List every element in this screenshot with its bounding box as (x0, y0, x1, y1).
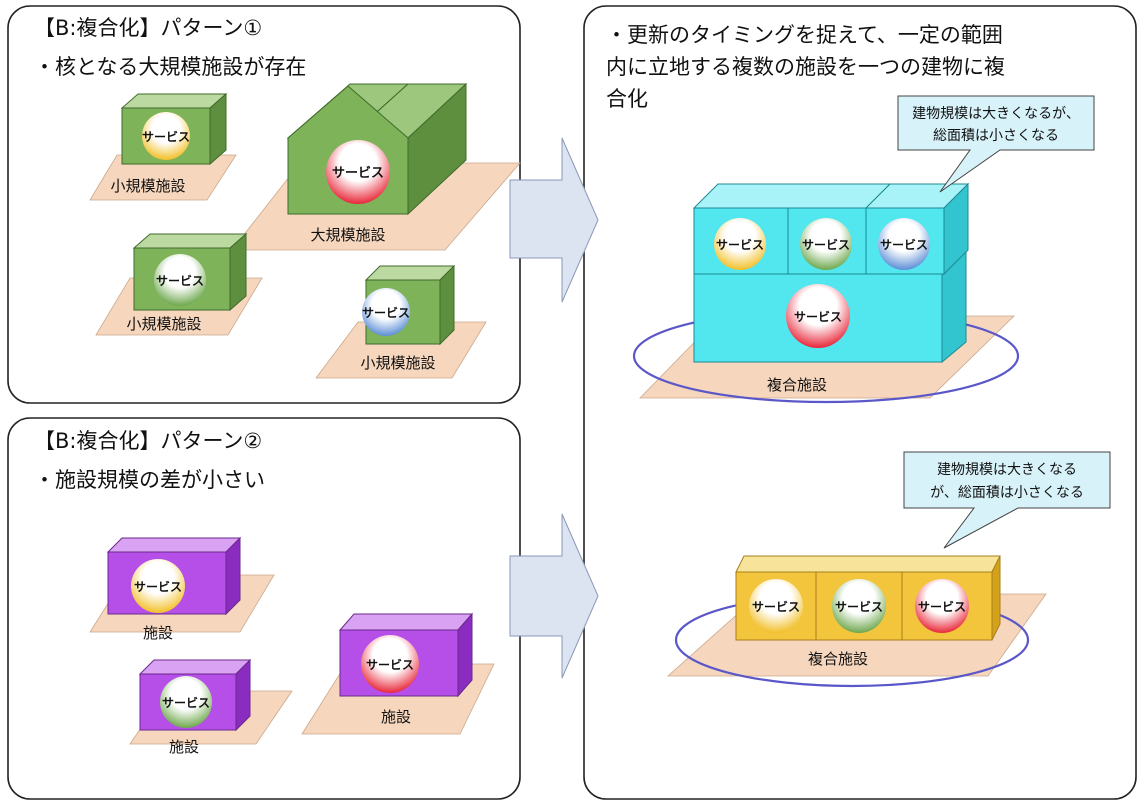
pattern2-bullet: ・施設規模の差が小さい (34, 468, 265, 492)
facility-label: 施設 (169, 738, 199, 756)
pattern1-bullet: ・核となる大規模施設が存在 (34, 55, 306, 79)
complex-facility-label: 複合施設 (767, 376, 827, 394)
callout-bottom-line-1: 建物規模は大きくなる (937, 462, 1077, 478)
callout-top-line-1: 建物規模は大きくなるが、 (912, 106, 1080, 122)
service-sphere (714, 218, 766, 270)
service-label: サービス (366, 657, 414, 672)
large-facility: サービス 大規模施設 (231, 82, 521, 251)
service-sphere (160, 676, 212, 728)
service-label: サービス (794, 309, 842, 324)
service-sphere (915, 579, 969, 633)
small-facility-label: 小規模施設 (360, 354, 435, 372)
complex-facility-label: 複合施設 (808, 650, 868, 668)
complex-facility-bottom: サービス サービス サービス 複合施設 (666, 555, 1047, 688)
service-label: サービス (918, 599, 966, 614)
pattern2-title: 【B:複合化】パターン② (34, 429, 262, 453)
service-sphere (786, 284, 850, 348)
small-facility-1: サービス 小規模施設 (89, 92, 237, 201)
facility-purple-3: サービス 施設 (301, 612, 495, 735)
service-sphere (361, 635, 419, 693)
service-sphere (131, 559, 185, 613)
facility-purple-1: サービス 施設 (89, 536, 275, 642)
service-sphere (832, 579, 886, 633)
service-sphere (800, 218, 852, 270)
service-sphere (878, 218, 930, 270)
result-bullet-line-3: 合化 (606, 87, 648, 111)
service-sphere (362, 288, 410, 336)
service-sphere (326, 140, 390, 204)
facility-label: 施設 (381, 708, 411, 726)
service-label: サービス (880, 237, 928, 252)
service-label: サービス (802, 237, 850, 252)
callout-top-line-2: 総面積は小さくなる (933, 128, 1059, 144)
small-facility-label: 小規模施設 (110, 177, 185, 195)
result-bullet-line-2: 内に立地する複数の施設を一つの建物に複 (606, 55, 1005, 79)
service-label: サービス (835, 599, 883, 614)
arrow-pattern1-to-result (509, 137, 599, 303)
complex-facility-top: サービス サービス サービス サービス 複合施設 (632, 182, 1020, 404)
service-sphere (142, 112, 190, 160)
facility-label: 施設 (143, 624, 173, 642)
callout-bottom-line-2: が、総面積は小さくなる (930, 485, 1084, 501)
service-sphere (154, 254, 206, 306)
pattern1-title: 【B:複合化】パターン① (34, 16, 262, 40)
large-facility-label: 大規模施設 (310, 226, 385, 244)
callout-top: 建物規模は大きくなるが、 総面積は小さくなる (897, 95, 1095, 193)
result-bullet-line-1: ・更新のタイミングを捉えて、一定の範囲 (606, 23, 1003, 47)
small-facility-label: 小規模施設 (126, 315, 201, 333)
service-label: サービス (362, 305, 410, 320)
service-label: サービス (162, 695, 210, 710)
service-label: サービス (332, 165, 384, 181)
small-facility-2: サービス 小規模施設 (95, 232, 263, 336)
service-label: サービス (716, 237, 764, 252)
arrow-pattern2-to-result (509, 513, 599, 679)
facility-purple-2: サービス 施設 (129, 658, 293, 756)
service-label: サービス (156, 273, 204, 288)
service-label: サービス (142, 129, 190, 144)
service-label: サービス (752, 599, 800, 614)
callout-bottom: 建物規模は大きくなる が、総面積は小さくなる (903, 451, 1111, 549)
small-facility-3: サービス 小規模施設 (315, 264, 487, 379)
service-sphere (749, 579, 803, 633)
service-label: サービス (134, 579, 182, 594)
